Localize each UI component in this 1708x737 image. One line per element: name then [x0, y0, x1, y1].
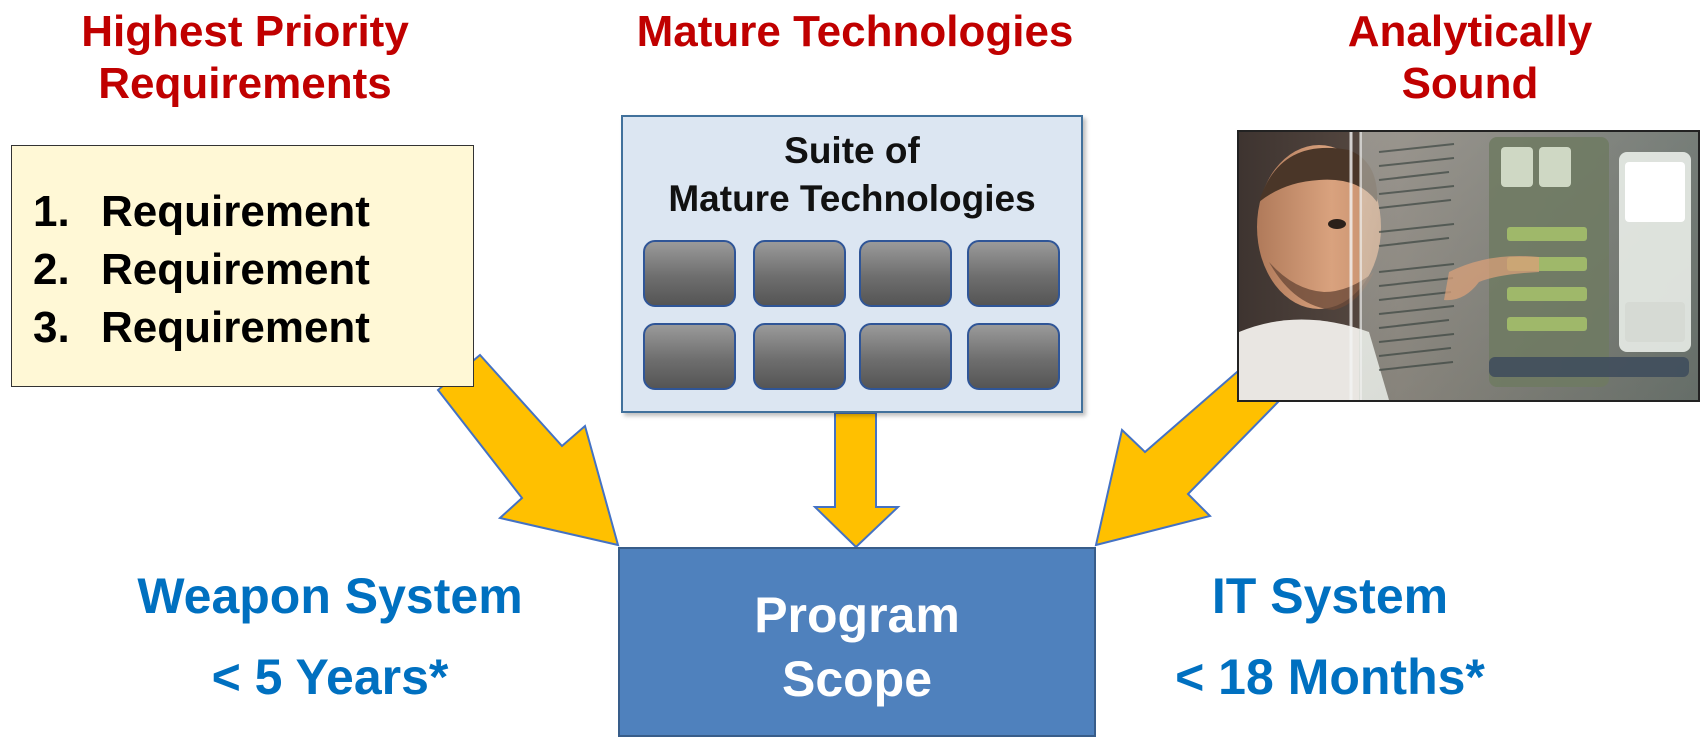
technology-tile: [859, 240, 952, 307]
requirement-item: 2. Requirement: [33, 241, 370, 299]
it-system-label: IT System: [1211, 568, 1449, 624]
it-system-duration: < 18 Months*: [1175, 649, 1485, 705]
program-scope-line2: Scope: [781, 651, 933, 707]
requirement-label: Requirement: [101, 245, 370, 294]
requirement-item: 1. Requirement: [33, 183, 370, 241]
technology-tile: [753, 240, 846, 307]
technology-tile: [859, 323, 952, 390]
requirements-title-line2: Requirements: [98, 59, 392, 108]
program-scope-box: Program Scope: [618, 547, 1096, 737]
requirements-title-line1: Highest Priority: [81, 7, 409, 56]
requirement-number: 3.: [33, 303, 70, 352]
requirements-arrow: [436, 353, 620, 547]
analytics-arrow: [1094, 370, 1280, 547]
requirements-list: 1. Requirement 2. Requirement 3. Requiremen…: [33, 183, 370, 357]
requirement-number: 1.: [33, 187, 70, 236]
program-scope-line1: Program: [754, 587, 960, 643]
technology-suite-title-line1: Suite of: [784, 130, 920, 171]
technology-suite-box: Suite of Mature Technologies: [621, 115, 1083, 413]
analytics-column-title: Analytically Sound: [1300, 6, 1640, 110]
requirement-item: 3. Requirement: [33, 299, 370, 357]
analytics-title-line1: Analytically: [1347, 7, 1593, 56]
technology-suite-title: Suite of Mature Technologies: [623, 127, 1081, 223]
requirement-label: Requirement: [101, 303, 370, 352]
program-scope-label: Program Scope: [620, 583, 1094, 711]
analyst-photo-illustration: [1239, 132, 1698, 400]
technology-tile: [643, 323, 736, 390]
technologies-arrow: [812, 412, 901, 549]
requirement-label: Requirement: [101, 187, 370, 236]
analytics-title-line2: Sound: [1401, 59, 1539, 108]
technology-tile: [967, 240, 1060, 307]
requirements-column-title: Highest Priority Requirements: [40, 6, 450, 110]
analyst-touchscreen-photo: [1237, 130, 1700, 402]
technologies-column-title: Mature Technologies: [636, 7, 1074, 56]
weapon-system-label: Weapon System: [137, 568, 523, 624]
requirements-box: 1. Requirement 2. Requirement 3. Requiremen…: [11, 145, 474, 387]
weapon-system-duration: < 5 Years*: [211, 649, 449, 705]
technology-tile: [753, 323, 846, 390]
requirement-number: 2.: [33, 245, 70, 294]
technology-tile: [967, 323, 1060, 390]
technology-tile: [643, 240, 736, 307]
technology-suite-title-line2: Mature Technologies: [668, 178, 1036, 219]
